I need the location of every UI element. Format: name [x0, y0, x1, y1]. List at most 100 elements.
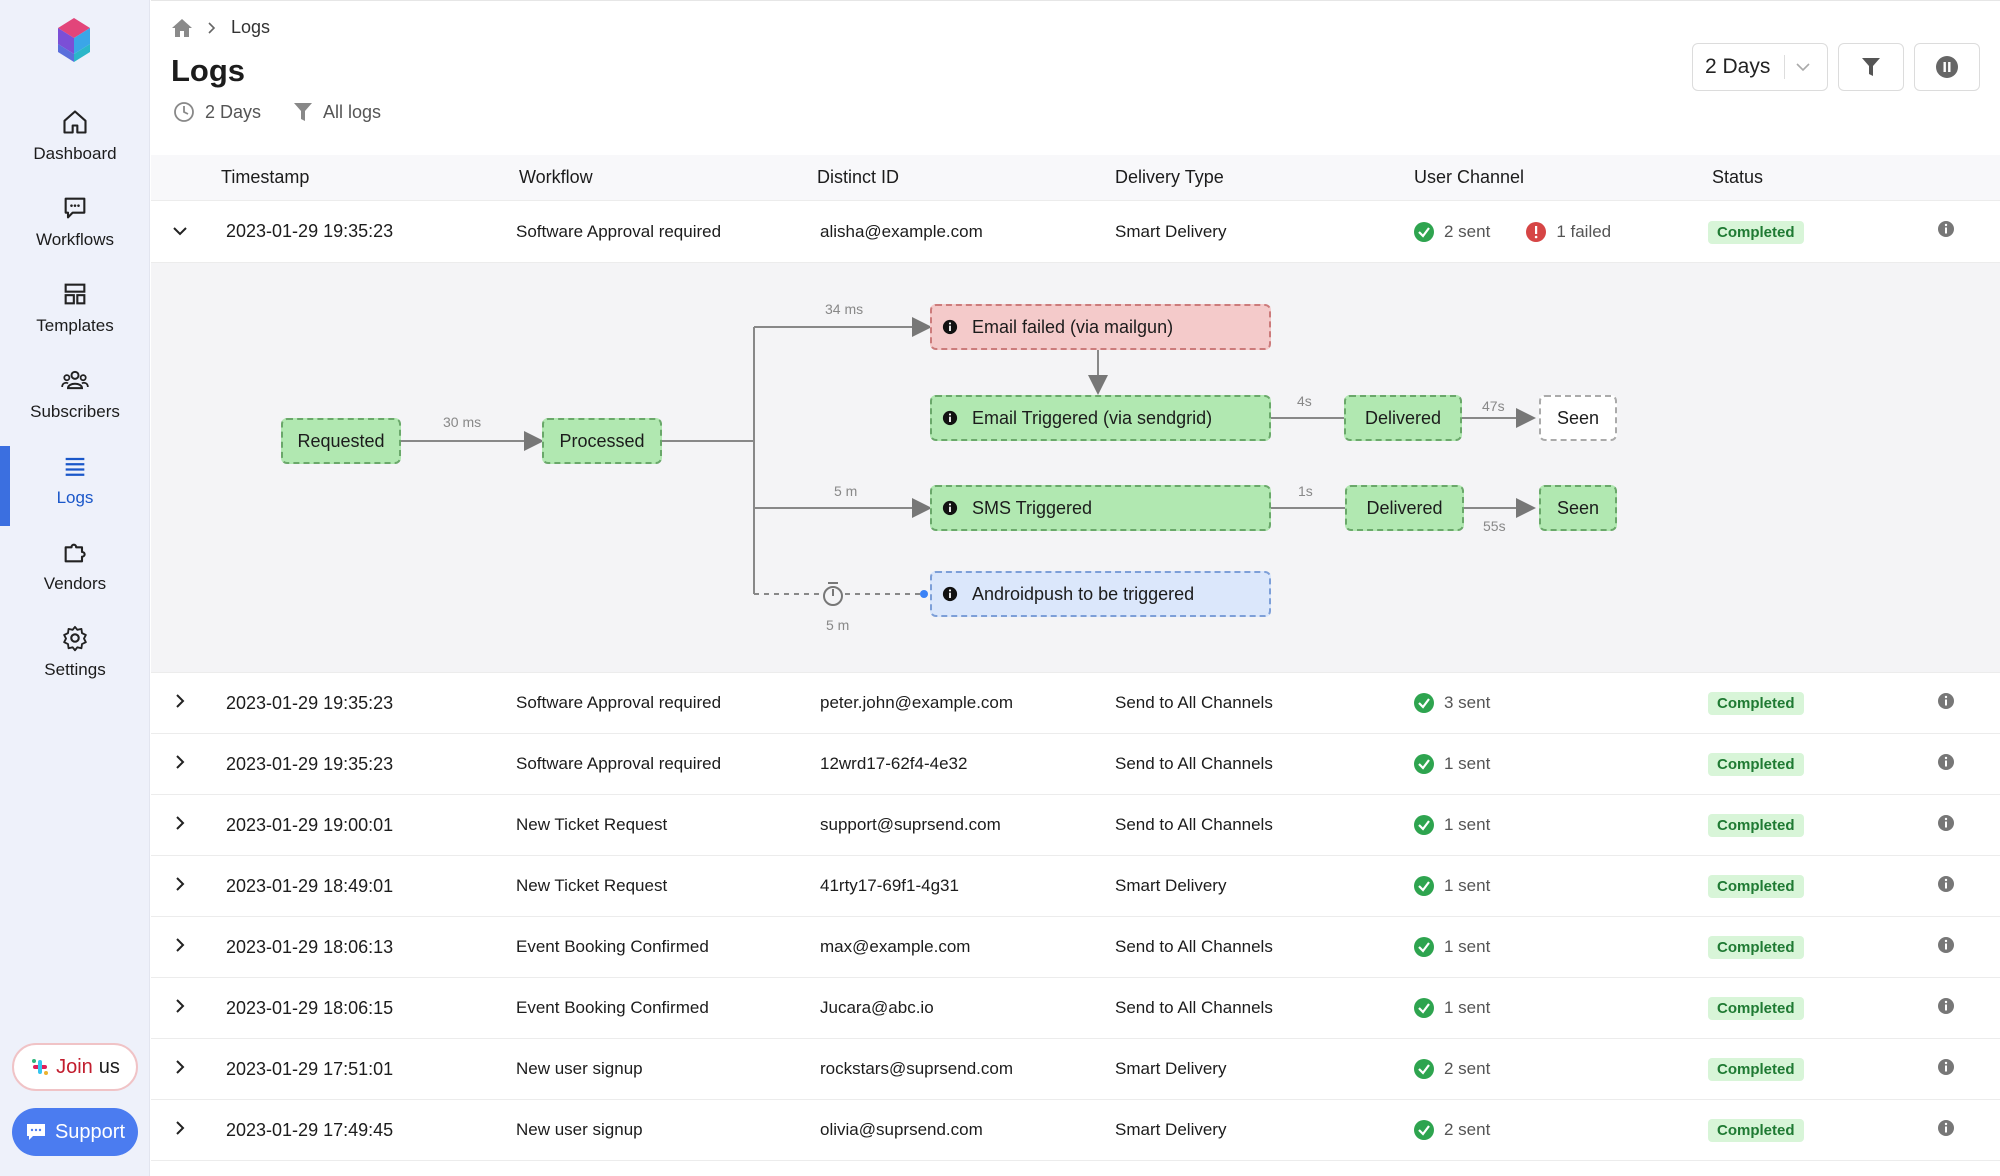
edge-label: 5 m — [826, 617, 850, 633]
column-header[interactable]: Delivery Type — [1115, 167, 1224, 187]
row-info-button[interactable] — [1937, 220, 1955, 243]
user-channel: 1 sent — [1414, 937, 1490, 957]
node-seen-email[interactable]: Seen — [1539, 395, 1617, 441]
node-delivered-sms[interactable]: Delivered — [1345, 485, 1464, 531]
row-info-button[interactable] — [1937, 692, 1955, 715]
column-header[interactable]: Workflow — [519, 167, 593, 187]
expand-row-button[interactable] — [170, 1120, 190, 1141]
slack-icon — [32, 1059, 49, 1075]
user-channel: 1 sent — [1414, 998, 1490, 1018]
filter-icon — [1862, 58, 1880, 76]
sidebar-item-settings[interactable]: Settings — [0, 624, 150, 704]
node-seen-sms[interactable]: Seen — [1539, 485, 1617, 531]
sidebar-item-logs[interactable]: Logs — [0, 446, 150, 532]
row-info-button[interactable] — [1937, 936, 1955, 959]
expand-row-button[interactable] — [170, 876, 190, 897]
column-header[interactable]: Status — [1712, 167, 1764, 187]
table-header: Timestamp Workflow Distinct ID Delivery … — [151, 155, 2000, 201]
users-icon — [61, 370, 89, 390]
workflow: New Ticket Request — [516, 815, 668, 834]
expand-row-button[interactable] — [170, 754, 190, 775]
row-info-button[interactable] — [1937, 1119, 1955, 1142]
info-icon — [1938, 1058, 1954, 1075]
expand-row-button[interactable] — [170, 998, 190, 1019]
expand-row-button[interactable] — [170, 1059, 190, 1080]
node-processed[interactable]: Processed — [542, 418, 662, 464]
suprsend-logo[interactable] — [52, 14, 96, 66]
node-label: Delivered — [1364, 407, 1442, 428]
delivery-type: Smart Delivery — [1115, 1120, 1227, 1139]
edge-label: 30 ms — [443, 414, 482, 430]
support-button[interactable]: Support — [12, 1108, 138, 1156]
timestamp: 2023-01-29 18:06:15 — [226, 997, 394, 1018]
gear-icon — [63, 625, 87, 652]
info-icon — [942, 410, 958, 426]
row-info-button[interactable] — [1937, 875, 1955, 898]
expand-row-button[interactable] — [170, 815, 190, 836]
sidebar-item-dashboard[interactable]: Dashboard — [0, 108, 150, 188]
column-header[interactable]: Timestamp — [221, 167, 310, 187]
row-info-button[interactable] — [1937, 753, 1955, 776]
workflow: Event Booking Confirmed — [516, 937, 709, 956]
sidebar-item-vendors[interactable]: Vendors — [0, 538, 150, 618]
error-circle-icon — [1526, 221, 1547, 242]
info-icon — [1938, 753, 1954, 770]
delivery-type: Smart Delivery — [1115, 876, 1227, 895]
node-label: Seen — [1556, 497, 1600, 518]
table-row-expanded[interactable]: 2023-01-29 19:35:23 Software Approval re… — [151, 201, 2000, 263]
chevron-right-icon — [176, 693, 185, 708]
info-icon — [1938, 1119, 1954, 1136]
workflow: Software Approval required — [516, 754, 722, 773]
row-info-button[interactable] — [1937, 997, 1955, 1020]
node-requested[interactable]: Requested — [281, 418, 401, 464]
column-header[interactable]: Distinct ID — [817, 167, 900, 187]
row-info-button[interactable] — [1937, 814, 1955, 837]
collapse-row-button[interactable] — [170, 222, 190, 242]
column-header[interactable]: User Channel — [1414, 167, 1525, 187]
home-icon — [63, 110, 87, 134]
sent-count: 3 sent — [1444, 693, 1491, 712]
node-email-triggered[interactable]: Email Triggered (via sendgrid) — [930, 395, 1271, 441]
page-header: Logs Logs 2 Days All logs 2 Days — [151, 0, 2000, 155]
sent-count: 2 sent — [1444, 1120, 1491, 1139]
sent-count: 1 sent — [1444, 937, 1491, 956]
row-info-button[interactable] — [1937, 1058, 1955, 1081]
expand-row-button[interactable] — [170, 937, 190, 958]
edge-label: 1s — [1298, 483, 1313, 499]
home-icon[interactable] — [171, 18, 193, 38]
info-icon — [1938, 814, 1954, 831]
expand-row-button[interactable] — [170, 693, 190, 714]
node-label: Seen — [1556, 407, 1600, 428]
days-select-value: 2 Days — [1705, 55, 1771, 78]
status-badge: Completed — [1708, 692, 1804, 715]
status-badge: Completed — [1708, 814, 1804, 837]
chevron-down-icon — [1796, 63, 1810, 72]
info-icon — [942, 500, 958, 516]
chevron-right-icon — [176, 1120, 185, 1135]
sidebar-item-workflows[interactable]: Workflows — [0, 194, 150, 274]
check-circle-icon — [1414, 1059, 1434, 1079]
chevron-right-icon — [176, 876, 185, 891]
node-sms-triggered[interactable]: SMS Triggered — [930, 485, 1271, 531]
days-select[interactable]: 2 Days — [1692, 43, 1828, 91]
toolbar: 2 Days — [1692, 43, 1980, 91]
delivery-type: Send to All Channels — [1115, 998, 1273, 1017]
sidebar-item-templates[interactable]: Templates — [0, 280, 150, 360]
check-circle-icon — [1414, 937, 1434, 957]
node-delivered-email[interactable]: Delivered — [1344, 395, 1462, 441]
node-androidpush[interactable]: Androidpush to be triggered — [930, 571, 1271, 617]
sidebar-item-subscribers[interactable]: Subscribers — [0, 366, 150, 446]
info-icon — [1938, 936, 1954, 953]
filter-button[interactable] — [1838, 43, 1904, 91]
join-us-button[interactable]: Join us — [12, 1043, 138, 1091]
pause-button[interactable] — [1914, 43, 1980, 91]
node-email-failed[interactable]: Email failed (via mailgun) — [930, 304, 1271, 350]
